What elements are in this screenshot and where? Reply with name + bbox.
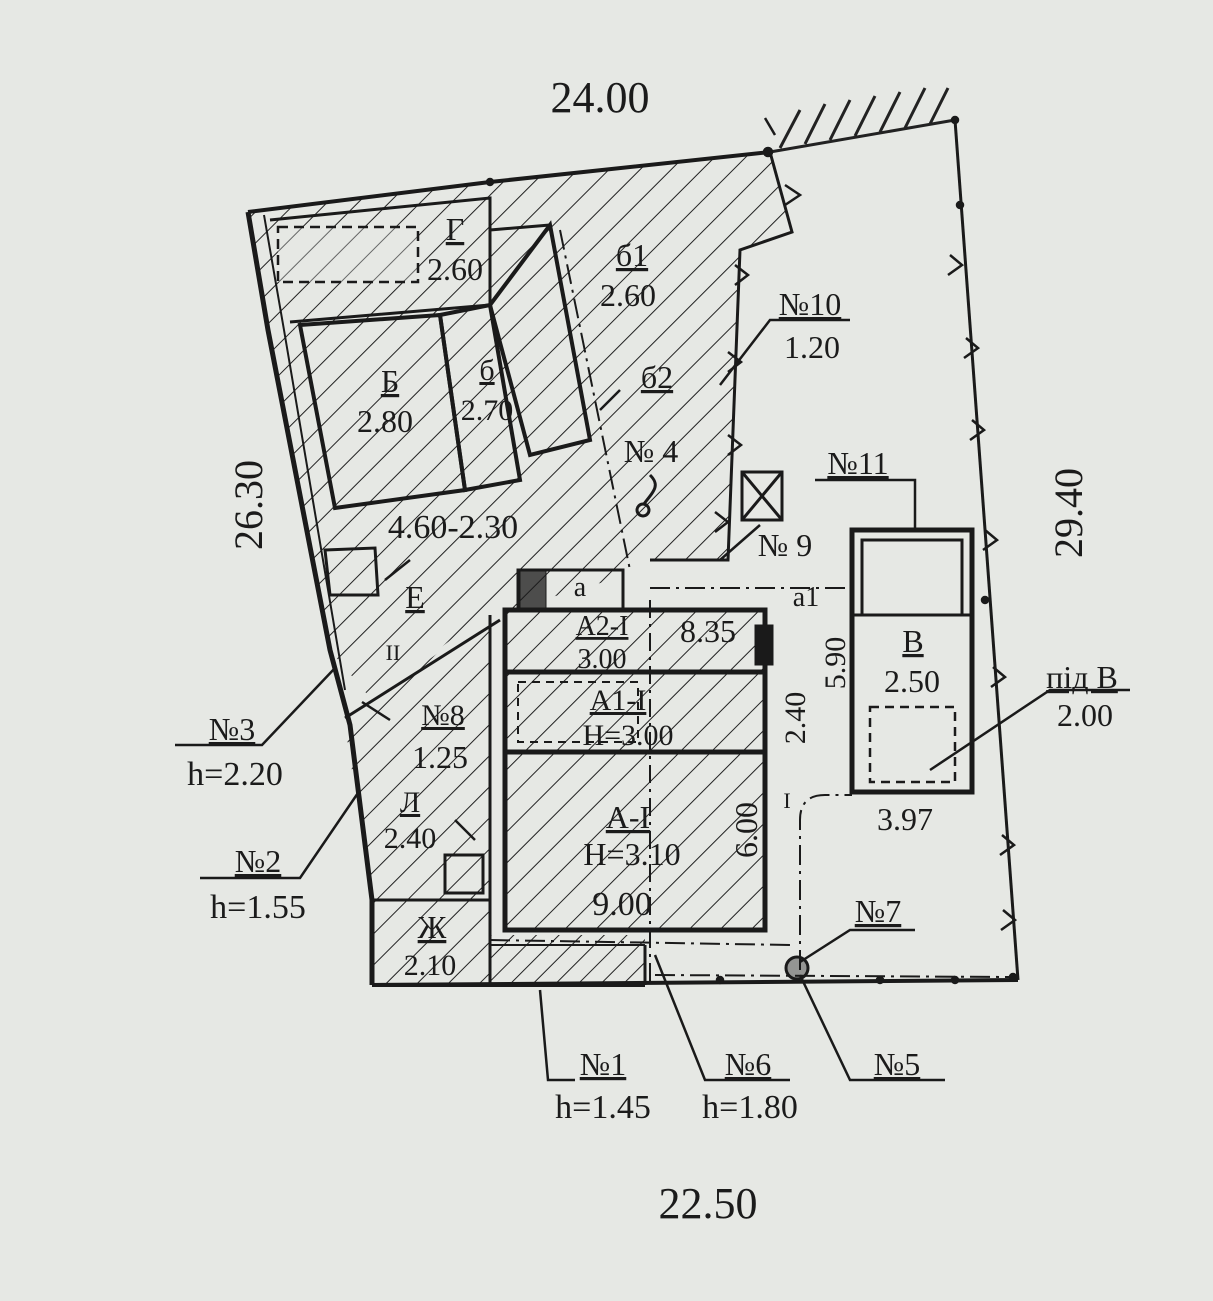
item-3-h: h=2.20	[187, 756, 283, 793]
label-E-letter: Е	[405, 579, 425, 615]
dim-left: 26.30	[226, 460, 271, 550]
dim-right: 29.40	[1046, 468, 1091, 558]
label-B-letter: Б	[381, 363, 399, 399]
label-b1-letter: б1	[616, 237, 648, 273]
label-B-height: 2.80	[357, 403, 413, 439]
label-pidV-letter: під В	[1046, 659, 1118, 695]
label-Zh-height: 2.10	[404, 949, 457, 982]
dimension-labels: 24.00 26.30 29.40 22.50 4.60-2.30 9.00 6…	[226, 73, 1091, 1228]
label-b1-height: 2.60	[600, 277, 656, 313]
item-9-num: № 9	[758, 527, 813, 563]
label-roman-right: I	[783, 788, 790, 813]
building-labels: Г 2.60 б1 2.60 Б 2.80 б 2.70 б2 А2-I 3.0…	[357, 211, 1118, 982]
label-A1-letter: А1-I	[590, 684, 647, 717]
item-10-num: №10	[779, 286, 842, 322]
label-b-letter: б	[479, 354, 494, 387]
label-V-letter: В	[902, 623, 923, 659]
label-Zh-letter: Ж	[418, 909, 447, 945]
label-A1-height: H=3.00	[582, 719, 673, 752]
dim-v-width: 3.97	[877, 801, 933, 837]
building-B	[297, 220, 593, 511]
leader-lines	[175, 318, 1130, 1082]
item-8-h: 1.25	[412, 739, 468, 775]
item-7-num: №7	[855, 893, 902, 929]
label-A2-height: 3.00	[578, 644, 627, 675]
item-4-num: № 4	[624, 433, 679, 469]
dim-inner-span: 4.60-2.30	[388, 509, 518, 546]
item-10-h: 1.20	[784, 329, 840, 365]
label-L-height: 2.40	[384, 822, 437, 855]
dim-a-total: 8.35	[680, 613, 736, 649]
dim-v-depth: 5.90	[819, 637, 852, 690]
fence-markers	[485, 115, 1018, 985]
label-V-height: 2.50	[884, 663, 940, 699]
label-b-height: 2.70	[461, 394, 514, 427]
item-6-h: h=1.80	[702, 1089, 798, 1126]
item-2-h: h=1.55	[210, 889, 306, 926]
item-1-num: №1	[580, 1046, 627, 1082]
label-A-height: H=3.10	[583, 836, 680, 872]
utility-lines	[344, 229, 1011, 981]
label-A2-letter: А2-I	[576, 611, 629, 642]
dim-a1-depth: 2.40	[779, 692, 812, 745]
item-6-num: №6	[725, 1046, 772, 1082]
item-5-num: №5	[874, 1046, 921, 1082]
dim-a-depth: 6.00	[728, 802, 764, 858]
item-11-num: №11	[827, 445, 888, 481]
item-8-num: №8	[421, 699, 465, 732]
item-labels: №1 h=1.45 №2 h=1.55 №3 h=2.20 № 4 №5 №6 …	[187, 286, 920, 1126]
label-G-height: 2.60	[427, 251, 483, 287]
label-A-letter: А-I	[606, 799, 650, 835]
neighbor-boundary-hatching	[769, 87, 956, 154]
item-1-h: h=1.45	[555, 1089, 651, 1126]
label-pidV-height: 2.00	[1057, 697, 1113, 733]
label-roman-left: II	[386, 640, 401, 665]
dim-top: 24.00	[551, 73, 650, 122]
label-b2-letter: б2	[641, 359, 673, 395]
dim-a-width: 9.00	[592, 886, 652, 923]
building-V	[849, 527, 975, 795]
label-G-letter: Г	[446, 211, 465, 247]
item-3-num: №3	[209, 711, 256, 747]
item-2-num: №2	[235, 843, 282, 879]
building-A-complex	[372, 568, 774, 987]
dim-bottom: 22.50	[659, 1179, 758, 1228]
building-G	[269, 196, 492, 324]
label-L-letter: Л	[400, 786, 420, 819]
label-a: а	[574, 572, 587, 603]
label-a1: а1	[793, 582, 819, 613]
small-structures	[323, 470, 784, 895]
